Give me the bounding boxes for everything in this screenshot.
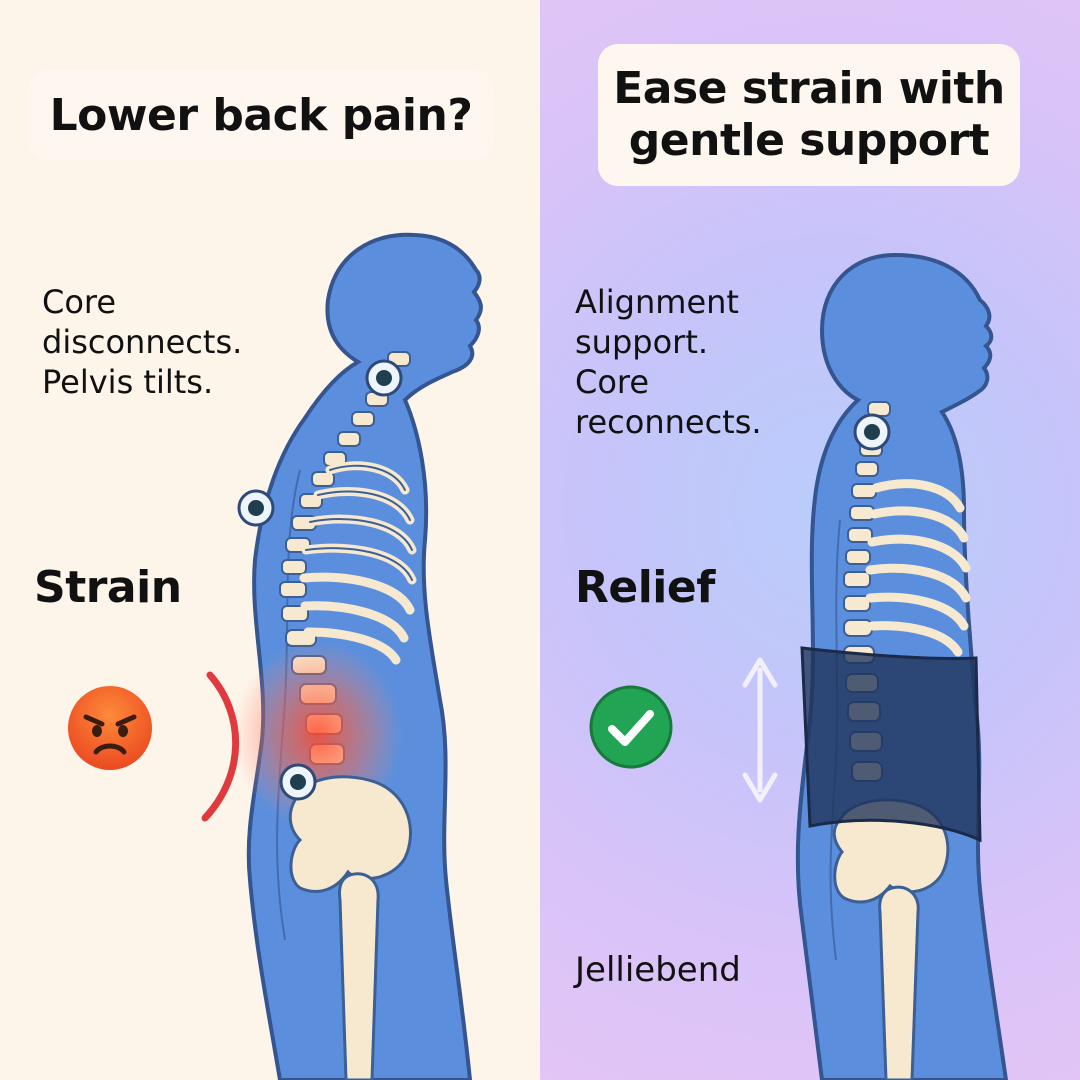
description-right-line-3: Core	[575, 363, 650, 401]
description-right-line-1: Alignment	[575, 283, 739, 321]
support-brace	[800, 646, 982, 843]
joint-marker	[853, 413, 891, 451]
heading-right-line-1: Ease strain with	[613, 63, 1005, 114]
joint-markers	[237, 359, 403, 801]
strain-panel: Lower back pain? Core disconnects. Pelvi…	[0, 0, 540, 1080]
check-circle-icon	[589, 685, 673, 769]
angry-face-icon	[68, 686, 152, 770]
heading-card-right: Ease strain with gentle support	[598, 44, 1020, 186]
heading-right-line-2: gentle support	[628, 115, 990, 166]
brand-name: Jelliebend	[575, 950, 741, 990]
slouched-posture-figure	[201, 232, 483, 1080]
description-left-line-3: Pelvis tilts.	[42, 363, 214, 401]
strain-arc	[201, 671, 240, 822]
heading-card-left: Lower back pain?	[28, 70, 494, 160]
upright-posture-figure	[742, 252, 1009, 1080]
description-right-line-4: reconnects.	[575, 403, 762, 441]
state-label-relief: Relief	[575, 562, 715, 613]
relief-panel: Ease strain with gentle support Alignmen…	[540, 0, 1080, 1080]
description-right: Alignment support. Core reconnects.	[575, 282, 762, 442]
description-left: Core disconnects. Pelvis tilts.	[42, 282, 242, 402]
description-left-line-2: disconnects.	[42, 323, 243, 361]
description-right-line-2: support.	[575, 323, 709, 361]
vertical-double-arrow	[742, 657, 778, 803]
description-left-line-1: Core	[42, 283, 117, 321]
state-label-strain: Strain	[34, 562, 182, 613]
heading-left: Lower back pain?	[49, 89, 473, 141]
